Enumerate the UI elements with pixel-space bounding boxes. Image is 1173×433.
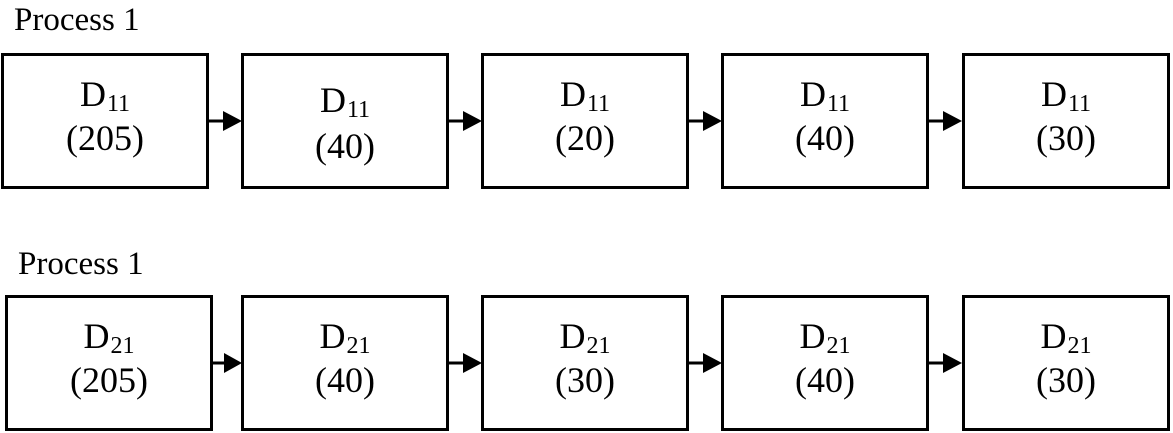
step-label: D21: [799, 316, 851, 359]
step-label: D21: [319, 316, 371, 359]
process-step-box: D11 (40): [241, 53, 449, 189]
step-value: (30): [555, 360, 615, 400]
process-step-box: D11 (30): [962, 53, 1170, 189]
process-step-box: D21 (30): [481, 295, 689, 431]
flow-arrow-icon: [929, 111, 963, 131]
step-label: D21: [83, 316, 135, 359]
step-label: D11: [319, 80, 371, 123]
process-step-box: D21 (205): [5, 295, 213, 431]
process-step-box: D21 (40): [241, 295, 449, 431]
process-step-box: D11 (40): [721, 53, 929, 189]
step-label: D21: [1040, 316, 1092, 359]
step-value: (205): [66, 118, 144, 158]
step-value: (30): [1036, 360, 1096, 400]
step-label: D11: [799, 74, 851, 117]
flow-arrow-icon: [449, 111, 483, 131]
step-label: D11: [1040, 74, 1092, 117]
flow-arrow-icon: [209, 111, 243, 131]
step-value: (40): [315, 360, 375, 400]
step-value: (20): [555, 118, 615, 158]
step-label: D11: [79, 74, 131, 117]
flow-arrow-icon: [929, 353, 963, 373]
flow-arrow-icon: [449, 353, 483, 373]
step-label: D11: [559, 74, 611, 117]
flow-arrow-icon: [213, 353, 247, 373]
process-title: Process 1: [14, 2, 140, 38]
process-step-box: D11 (20): [481, 53, 689, 189]
step-value: (40): [315, 126, 375, 166]
process-step-box: D11 (205): [1, 53, 209, 189]
flow-arrow-icon: [689, 111, 723, 131]
step-value: (205): [70, 360, 148, 400]
process-step-box: D21 (30): [962, 295, 1170, 431]
step-value: (40): [795, 360, 855, 400]
step-value: (40): [795, 118, 855, 158]
process-step-box: D21 (40): [721, 295, 929, 431]
step-label: D21: [559, 316, 611, 359]
flow-arrow-icon: [689, 353, 723, 373]
step-value: (30): [1036, 118, 1096, 158]
process-title: Process 1: [18, 246, 144, 282]
